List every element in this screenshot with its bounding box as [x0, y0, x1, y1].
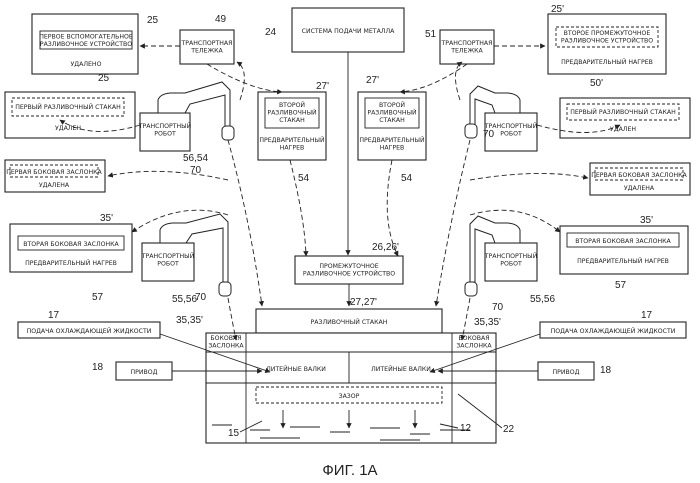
robot-4-gripper: [465, 282, 477, 296]
preheat-right-low-label: ПРЕДВАРИТЕЛЬНЫЙ НАГРЕВ: [577, 256, 669, 265]
side-dam-left-label: БОКОВАЯЗАСЛОНКА: [208, 335, 244, 350]
removed-tundish-left-label: УДАЛЕН: [55, 125, 81, 132]
cast-roll-left-label: ЛИТЕЙНЫЕ ВАЛКИ: [266, 364, 326, 373]
ref-25a: 25: [147, 15, 159, 26]
tundish-label: РАЗЛИВОЧНЫЙ СТАКАН: [311, 317, 388, 326]
robot-2-gripper: [465, 124, 477, 138]
coolant-left-label: ПОДАЧА ОХЛАЖДАЮЩЕЙ ЖИДКОСТИ: [27, 326, 152, 335]
ref-50p: 50': [590, 78, 603, 89]
ref-70b: 70: [483, 129, 495, 140]
coolant-right-label: ПОДАЧА ОХЛАЖДАЮЩЕЙ ЖИДКОСТИ: [551, 326, 676, 335]
ref-3535-left: 35,35': [176, 315, 203, 326]
ref-27p-right: 27': [366, 75, 379, 86]
second-side-dam-left-label: ВТОРАЯ БОКОВАЯ ЗАСЛОНКА: [23, 241, 119, 248]
robot-1-gripper: [222, 126, 234, 140]
ref-5654: 56,54: [183, 153, 208, 164]
first-tundish-right-label: ПЕРВЫЙ РАЗЛИВОЧНЫЙ СТАКАН: [570, 107, 676, 116]
path-cart-to-robot-right: [455, 62, 462, 100]
second-side-dam-right-label: ВТОРАЯ БОКОВАЯ ЗАСЛОНКА: [575, 238, 671, 245]
first-tundish-left-label: ПЕРВЫЙ РАЗЛИВОЧНЫЙ СТАКАН: [15, 102, 121, 111]
ref-2626: 26,26': [372, 242, 399, 253]
path-dam-right: [470, 173, 588, 180]
first-side-dam-right-label: ПЕРВАЯ БОКОВАЯ ЗАСЛОНКА: [591, 172, 687, 179]
ref-51: 51: [425, 29, 437, 40]
removed-dam-right-label: УДАЛЕНА: [624, 185, 655, 192]
ref-12: 12: [460, 423, 472, 434]
ref-57b: 57: [615, 280, 627, 291]
gap-label: ЗАЗОР: [339, 393, 360, 400]
ref-35p-left: 35': [100, 213, 113, 224]
ref-49: 49: [215, 14, 227, 25]
ref-70c: 70: [195, 292, 207, 303]
drive-right-label: ПРИВОД: [553, 369, 580, 376]
ref-27p-left: 27': [316, 81, 329, 92]
side-dam-right-label: БОКОВАЯЗАСЛОНКА: [456, 335, 492, 350]
ref-54b: 54: [401, 173, 413, 184]
path-dam-left: [108, 171, 228, 180]
ref-22: 22: [503, 424, 515, 435]
ref-18a: 18: [92, 362, 104, 373]
ref-24: 24: [265, 27, 277, 38]
ref-25b: 25: [98, 73, 110, 84]
ref-17a: 17: [48, 310, 60, 321]
ref-5556a: 55,56: [172, 294, 197, 305]
drive-left-label: ПРИВОД: [131, 369, 158, 376]
ref-5556b: 55,56: [530, 294, 555, 305]
ref-2727: 27,27': [350, 297, 377, 308]
first-aux-device-label: ПЕРВОЕ ВСПОМОГАТЕЛЬНОЕРАЗЛИВОЧНОЕ УСТРОЙ…: [39, 34, 133, 49]
path-robot2-down: [436, 140, 470, 306]
ref-25p: 25': [551, 4, 564, 15]
removed-left-label: УДАЛЕНО: [71, 61, 102, 68]
second-inter-device-label: ВТОРОЕ ПРОМЕЖУТОЧНОЕРАЗЛИВОЧНОЕ УСТРОЙСТ…: [561, 30, 653, 45]
ref-70d: 70: [492, 302, 504, 313]
ref-18b: 18: [600, 365, 612, 376]
metal-supply-label: СИСТЕМА ПОДАЧИ МЕТАЛЛА: [302, 28, 395, 35]
path-cart-to-robot-left: [237, 62, 244, 100]
first-side-dam-left-label: ПЕРВАЯ БОКОВАЯ ЗАСЛОНКА: [6, 169, 102, 176]
preheat-top-right-label: ПРЕДВАРИТЕЛЬНЫЙ НАГРЕВ: [561, 57, 653, 66]
ref-17b: 17: [641, 310, 653, 321]
removed-tundish-right-label: УДАЛЕН: [610, 126, 636, 133]
removed-dam-left-label: УДАЛЕНА: [39, 182, 70, 189]
cast-roll-right-label: ЛИТЕЙНЫЕ ВАЛКИ: [371, 364, 431, 373]
path-robot1-down: [228, 140, 262, 306]
figure-caption: ФИГ. 1А: [322, 462, 377, 479]
ref-15: 15: [228, 428, 240, 439]
ref-57a: 57: [92, 292, 104, 303]
ref-3535-right: 35,35': [474, 317, 501, 328]
preheat-left-low-label: ПРЕДВАРИТЕЛЬНЫЙ НАГРЕВ: [25, 258, 117, 267]
ref-35p-right: 35': [640, 215, 653, 226]
robot-3-gripper: [219, 282, 231, 296]
ref-54a: 54: [298, 173, 310, 184]
